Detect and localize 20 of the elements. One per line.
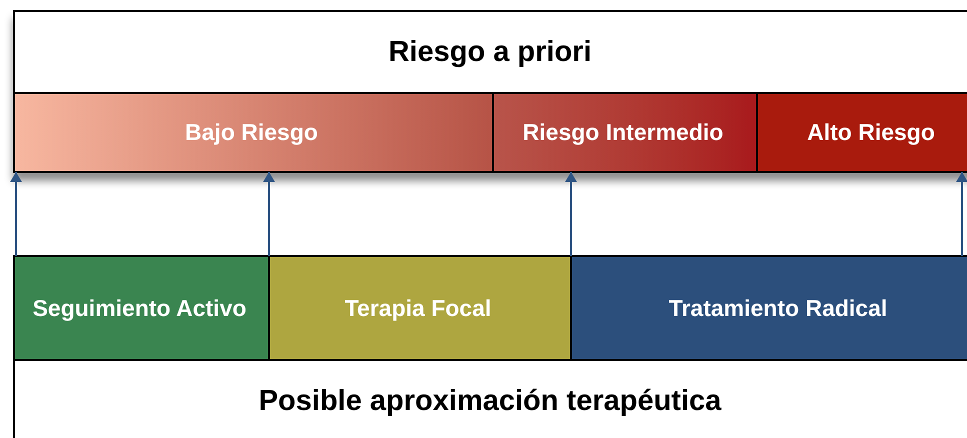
treatment-panel	[13, 255, 967, 438]
band-label: Alto Riesgo	[807, 118, 935, 148]
panel-heading: Posible aproximación terapéutica	[258, 384, 722, 420]
band-label: Bajo Riesgo	[185, 118, 318, 148]
risk-band	[492, 92, 756, 171]
treatment-band	[268, 257, 570, 361]
band-label: Tratamiento Radical	[668, 294, 888, 323]
risk-band	[756, 92, 967, 171]
band-label: Riesgo Intermedio	[522, 118, 724, 148]
arrow	[565, 172, 577, 256]
band-label: Terapia Focal	[344, 294, 492, 323]
arrow	[10, 172, 22, 256]
risk-band	[15, 92, 492, 171]
band-label: Seguimiento Activo	[32, 294, 246, 323]
arrow	[956, 172, 967, 256]
treatment-band	[570, 257, 967, 361]
arrow	[263, 172, 275, 256]
treatment-band	[15, 257, 268, 361]
risk-panel	[13, 10, 967, 173]
panel-heading: Riesgo a priori	[388, 35, 592, 70]
